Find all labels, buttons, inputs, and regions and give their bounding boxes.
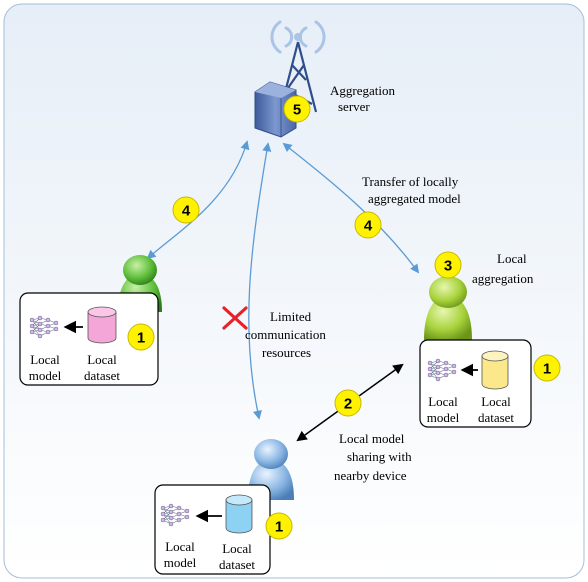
- svg-text:3: 3: [444, 258, 452, 275]
- step-badge-4-left: 4: [172, 196, 200, 224]
- cross-icon: [222, 306, 248, 330]
- local-model-label-line2: model: [427, 410, 460, 425]
- svg-text:1: 1: [543, 361, 551, 378]
- step-badge-3: 3: [434, 251, 462, 279]
- svg-text:5: 5: [293, 102, 301, 119]
- svg-text:1: 1: [275, 519, 283, 536]
- sharing-label-line1: Local model: [339, 431, 405, 446]
- dataset-icon: [87, 306, 117, 344]
- local-model-label-line2: model: [164, 555, 197, 570]
- svg-text:2: 2: [344, 396, 352, 413]
- local-model-label-line1: Local: [165, 539, 195, 554]
- dataset-icon: [225, 494, 253, 534]
- device-box-bottom: Local model Local dataset: [154, 484, 271, 575]
- sharing-label-line2: sharing with: [347, 449, 412, 464]
- local-model-label-line2: model: [29, 368, 62, 383]
- link-server-to-right-user: [282, 142, 420, 274]
- svg-text:1: 1: [137, 330, 145, 347]
- local-aggregation-label-line2: aggregation: [472, 271, 534, 286]
- transfer-label-line1: Transfer of locally: [362, 174, 459, 189]
- device-box-left: Local model Local dataset: [19, 292, 159, 386]
- step-badge-4-right: 4: [354, 211, 382, 239]
- server-label-line1: Aggregation: [330, 83, 395, 98]
- step-badge-1-bottom: 1: [265, 512, 293, 540]
- user-icon-right: [424, 276, 472, 340]
- local-dataset-label-line1: Local: [222, 541, 252, 556]
- limited-label-line1: Limited: [270, 309, 312, 324]
- step-badge-5: 5: [283, 95, 311, 123]
- device-box-right: Local model Local dataset: [419, 339, 532, 428]
- local-model-label-line1: Local: [30, 352, 60, 367]
- link-server-to-bottom-user: [248, 142, 272, 420]
- local-dataset-label-line2: dataset: [84, 368, 120, 383]
- svg-text:4: 4: [182, 203, 191, 220]
- transfer-label-line2: aggregated model: [368, 191, 461, 206]
- server-label-line2: server: [338, 99, 370, 114]
- local-dataset-label-line2: dataset: [219, 557, 255, 572]
- local-dataset-label-line1: Local: [87, 352, 117, 367]
- svg-text:4: 4: [364, 218, 373, 235]
- step-badge-2: 2: [334, 389, 362, 417]
- local-dataset-label-line1: Local: [481, 394, 511, 409]
- link-server-to-left-user: [146, 140, 250, 260]
- local-aggregation-label-line1: Local: [497, 251, 527, 266]
- local-dataset-label-line2: dataset: [478, 410, 514, 425]
- sharing-label-line3: nearby device: [334, 468, 407, 483]
- dataset-icon: [481, 350, 509, 390]
- user-icon-bottom: [248, 439, 294, 500]
- step-badge-1-left: 1: [127, 323, 155, 351]
- local-model-label-line1: Local: [428, 394, 458, 409]
- limited-label-line2: communication: [245, 327, 326, 342]
- limited-label-line3: resources: [262, 345, 311, 360]
- step-badge-1-right: 1: [533, 354, 561, 382]
